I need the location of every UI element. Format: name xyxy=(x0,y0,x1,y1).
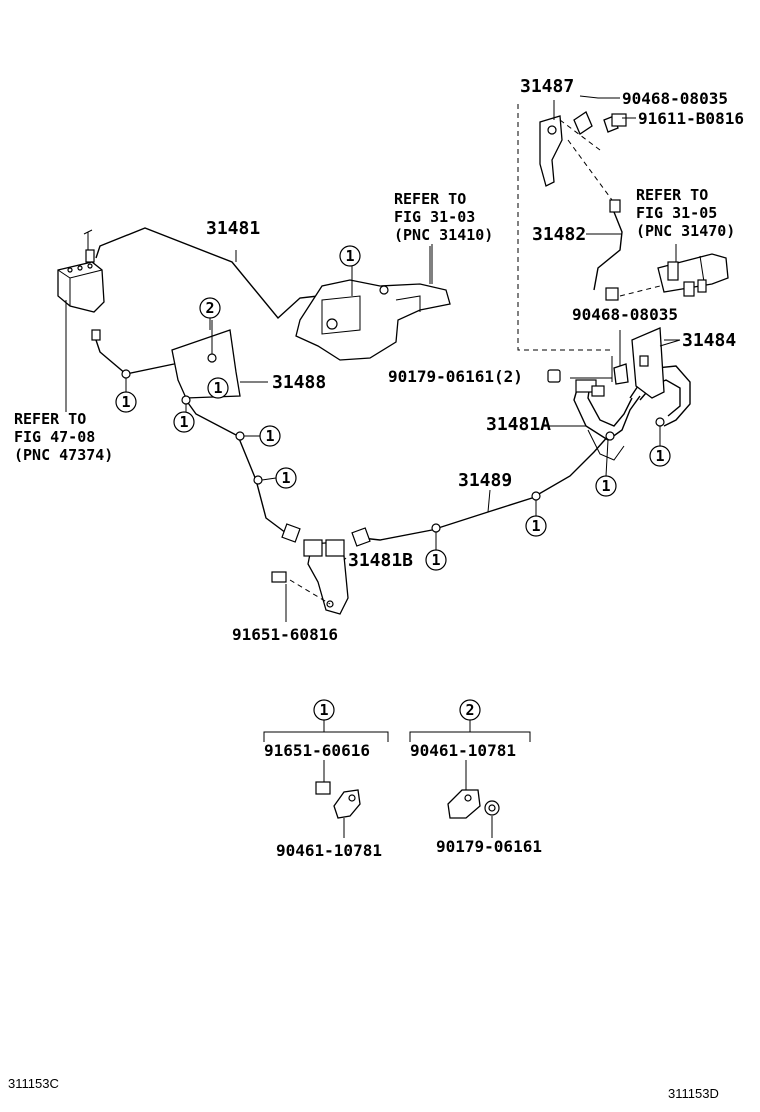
brake-line-31489 xyxy=(185,399,291,537)
ref-fig3103-line3: (PNC 31410) xyxy=(394,226,493,244)
callout-label: 2 xyxy=(205,299,214,317)
svg-text:1: 1 xyxy=(213,379,222,397)
part-labels: 31481 31487 90468-08035 91611-B0816 3148… xyxy=(14,76,744,644)
callout-1-31489: 1 xyxy=(525,515,547,537)
svg-text:1: 1 xyxy=(121,393,130,411)
label-31487: 31487 xyxy=(520,76,574,97)
svg-text:1: 1 xyxy=(281,469,290,487)
label-90468-08035-bottom: 90468-08035 xyxy=(572,305,678,324)
legend-group-2: 2 90461-10781 90179-06161 xyxy=(409,699,542,856)
legend-group-1: 1 91651-60616 90461-10781 xyxy=(263,699,389,860)
callout-1-lower-b: 1 xyxy=(259,425,281,447)
callout-1-31481b: 1 xyxy=(425,549,447,571)
ref-fig3105-line3: (PNC 31470) xyxy=(636,222,735,240)
footer-code-right: 311153D xyxy=(668,1086,719,1101)
label-31489: 31489 xyxy=(458,470,512,491)
label-31481b: 31481B xyxy=(348,550,413,571)
ref-fig3105-line1: REFER TO xyxy=(636,186,708,204)
legend-1-top-part: 91651-60616 xyxy=(264,741,370,760)
callout-1-hose-b: 1 xyxy=(649,445,671,467)
callout-1-hose-a: 1 xyxy=(595,475,617,497)
svg-text:1: 1 xyxy=(531,517,540,535)
footer-code-left: 311153C xyxy=(8,1076,59,1091)
line-31482-and-bracket-31487 xyxy=(517,100,661,351)
svg-text:1: 1 xyxy=(345,247,354,265)
ref-fig3103-line2: FIG 31-03 xyxy=(394,208,475,226)
hose-31481a xyxy=(573,365,691,461)
label-31482: 31482 xyxy=(532,224,586,245)
master-cylinder-outline xyxy=(295,246,451,361)
callout-1-bracket-inner: 1 xyxy=(207,377,229,399)
label-90468-08035-top: 90468-08035 xyxy=(622,89,728,108)
label-90179-06161-2: 90179-06161(2) xyxy=(388,367,523,386)
legend-1-number: 1 xyxy=(319,701,328,719)
legend-2-top-part: 90461-10781 xyxy=(410,741,516,760)
legend-2-number: 2 xyxy=(465,701,474,719)
svg-text:1: 1 xyxy=(179,413,188,431)
legend-2-bottom-part: 90179-06161 xyxy=(436,837,542,856)
svg-text:1: 1 xyxy=(265,427,274,445)
ref-fig3105-line2: FIG 31-05 xyxy=(636,204,717,222)
callouts: 2 1 1 1 1 1 1 1 1 1 1 xyxy=(115,245,671,571)
left-mount-block xyxy=(57,229,105,412)
pressure-unit xyxy=(657,244,729,297)
legend-1-bottom-part: 90461-10781 xyxy=(276,841,382,860)
label-31488: 31488 xyxy=(272,372,326,393)
label-91651-60816: 91651-60816 xyxy=(232,625,338,644)
callout-1-lower-c: 1 xyxy=(275,467,297,489)
callout-1-lower-a: 1 xyxy=(173,411,195,433)
ref-fig3103-line1: REFER TO xyxy=(394,190,466,208)
ref-fig4708-line3: (PNC 47374) xyxy=(14,446,113,464)
callout-1-master: 1 xyxy=(339,245,361,267)
callout-2-bracket: 2 xyxy=(199,297,221,319)
label-31481a: 31481A xyxy=(486,414,551,435)
label-91611-b0816: 91611-B0816 xyxy=(638,109,744,128)
svg-text:1: 1 xyxy=(655,447,664,465)
label-31481: 31481 xyxy=(206,218,260,239)
ref-fig4708-line1: REFER TO xyxy=(14,410,86,428)
label-31484: 31484 xyxy=(682,330,736,351)
callout-1-left-line: 1 xyxy=(115,391,137,413)
junction-31481b xyxy=(271,523,371,622)
svg-text:1: 1 xyxy=(601,477,610,495)
bracket-31484 xyxy=(547,327,680,399)
ref-fig4708-line2: FIG 47-08 xyxy=(14,428,95,446)
svg-text:1: 1 xyxy=(431,551,440,569)
brake-line-31481 xyxy=(95,227,319,320)
